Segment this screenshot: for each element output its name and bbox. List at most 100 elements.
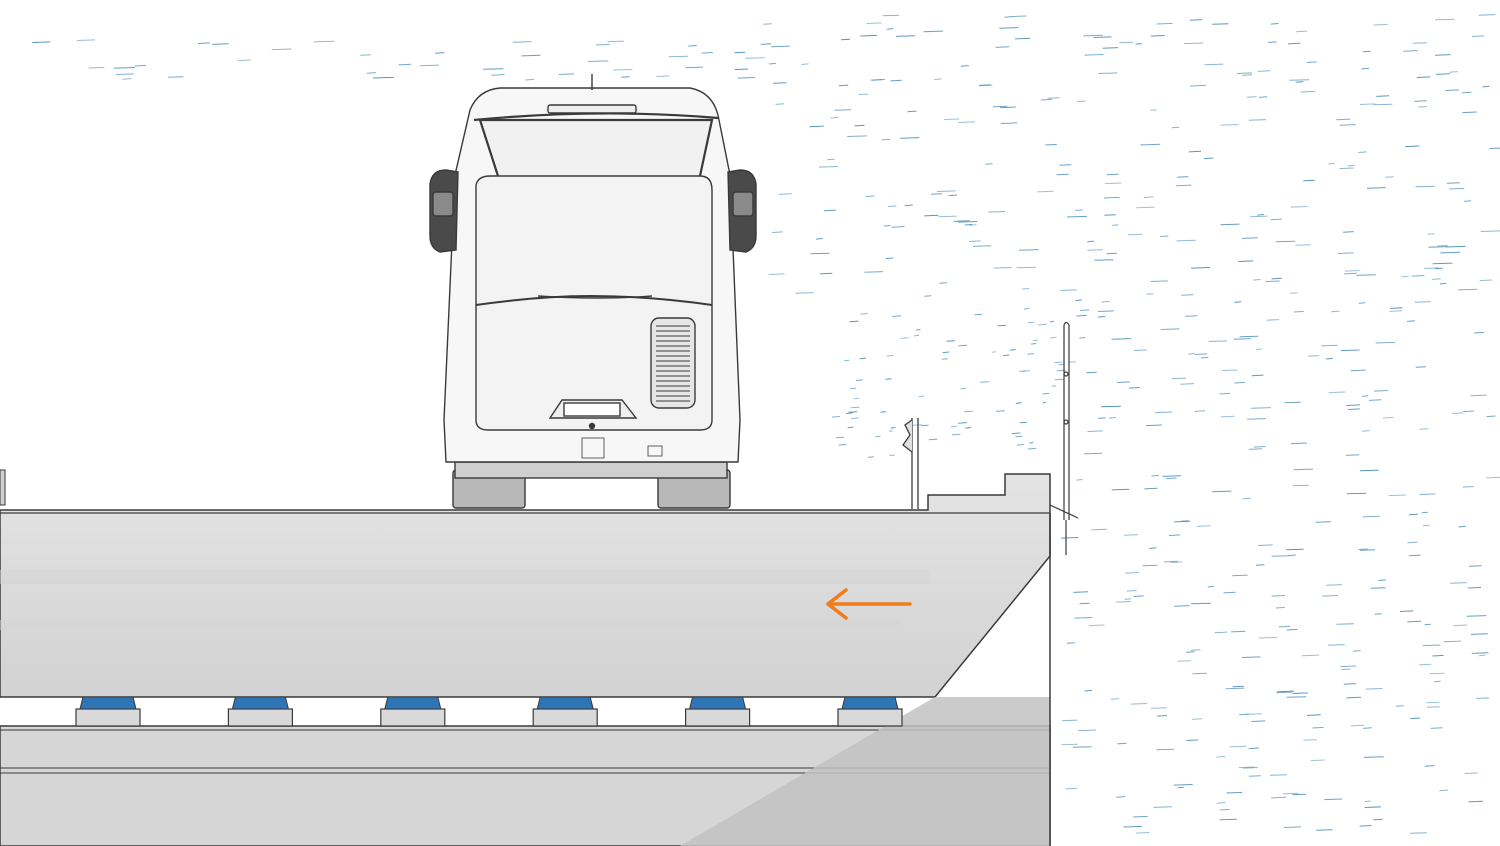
wind-streak xyxy=(1151,707,1167,709)
wind-streak xyxy=(1191,602,1211,605)
wind-streak xyxy=(1027,353,1035,355)
wind-streak xyxy=(809,125,824,128)
wind-streak xyxy=(1424,267,1439,269)
wind-streak xyxy=(1000,106,1016,109)
wind-streak xyxy=(134,64,147,67)
wind-streak xyxy=(1234,381,1245,384)
wind-streak xyxy=(1340,349,1360,352)
wind-streak xyxy=(1214,631,1228,634)
wind-streak xyxy=(1241,237,1259,239)
bearing-base xyxy=(837,708,903,727)
wind-streak xyxy=(1445,245,1466,248)
wind-streak xyxy=(122,78,132,80)
wind-streak xyxy=(920,424,929,427)
wind-streak xyxy=(1435,73,1450,75)
wind-streak xyxy=(938,215,957,218)
wind-streak xyxy=(875,435,881,438)
wind-streak xyxy=(1171,377,1187,380)
wind-streak xyxy=(1382,416,1394,419)
wind-streak xyxy=(745,57,765,59)
wind-streak xyxy=(1358,548,1368,550)
wind-streak xyxy=(1258,544,1273,546)
wind-streak xyxy=(1430,727,1443,729)
wind-streak xyxy=(950,425,958,428)
wind-streak xyxy=(859,357,866,360)
wind-streak xyxy=(1321,344,1338,347)
wind-streak xyxy=(1434,54,1451,56)
wind-streak xyxy=(1145,424,1162,427)
wind-streak xyxy=(1103,196,1120,199)
wind-streak xyxy=(1194,410,1206,412)
wind-streak xyxy=(595,43,610,46)
wind-streak xyxy=(558,73,575,75)
wind-streak xyxy=(1054,378,1064,381)
wind-streak xyxy=(1470,633,1488,635)
wind-streak xyxy=(1470,394,1487,397)
wind-streak xyxy=(1489,147,1500,149)
wind-streak xyxy=(1011,432,1021,435)
wind-streak xyxy=(1426,701,1440,704)
wind-streak xyxy=(1100,405,1121,408)
wind-streak xyxy=(1221,369,1238,372)
wind-streak xyxy=(587,60,609,62)
wind-streak xyxy=(1292,793,1306,796)
wind-streak xyxy=(1191,267,1211,269)
deck-texture xyxy=(0,570,930,584)
wind-streak xyxy=(1370,587,1386,589)
wind-streak xyxy=(1366,187,1386,189)
wind-streak xyxy=(1407,541,1418,544)
wind-streak xyxy=(1125,572,1139,574)
wind-streak xyxy=(1009,349,1016,351)
wind-direction-arrow xyxy=(826,588,912,620)
truck-mirror-right-glass xyxy=(732,191,754,217)
wind-streak xyxy=(1239,713,1249,716)
wind-streak xyxy=(1287,42,1301,45)
wind-streak xyxy=(1194,353,1208,355)
wind-streak xyxy=(1435,18,1455,21)
wind-streak xyxy=(1054,361,1063,364)
wind-streak xyxy=(1190,649,1201,651)
wind-streak xyxy=(1282,792,1299,795)
wind-streak xyxy=(1343,272,1357,275)
wind-streak xyxy=(197,42,210,44)
wind-streak xyxy=(1478,14,1496,16)
wind-streak xyxy=(1290,206,1308,208)
wind-streak xyxy=(1255,564,1265,566)
wind-streak xyxy=(889,430,893,432)
wind-streak xyxy=(1080,309,1090,311)
wind-streak xyxy=(1458,525,1466,528)
wind-streak xyxy=(1183,42,1204,45)
wind-streak xyxy=(960,65,969,67)
wind-streak xyxy=(866,22,882,24)
wind-streak xyxy=(958,344,968,347)
wind-streak xyxy=(1293,468,1314,471)
wind-streak xyxy=(1419,428,1429,430)
wind-streak xyxy=(881,138,891,141)
wind-streak xyxy=(1363,756,1384,758)
wind-streak xyxy=(1269,774,1287,776)
wind-streak xyxy=(1302,654,1320,657)
wind-streak xyxy=(1359,469,1379,472)
wind-streak xyxy=(864,271,883,273)
wind-streak xyxy=(1226,791,1243,794)
wind-streak xyxy=(1408,554,1421,557)
wind-streak xyxy=(1208,340,1228,342)
wind-streak xyxy=(1471,652,1489,654)
wind-streak xyxy=(1023,307,1030,310)
wind-streak xyxy=(819,272,833,275)
wind-streak xyxy=(1337,252,1354,254)
wind-streak xyxy=(993,267,1012,269)
wind-streak xyxy=(1242,74,1253,76)
wind-streak xyxy=(1238,766,1255,769)
wind-streak xyxy=(1253,279,1261,281)
wind-streak xyxy=(1109,417,1117,419)
wind-streak xyxy=(1362,430,1370,432)
truck-license-plate xyxy=(563,402,621,417)
wind-streak xyxy=(1389,310,1403,312)
wind-streak xyxy=(1368,399,1382,401)
wind-streak xyxy=(775,103,785,105)
wind-streak xyxy=(1340,665,1357,668)
wind-streak xyxy=(1411,275,1425,277)
wind-streak xyxy=(512,41,532,43)
wind-streak xyxy=(1027,447,1036,450)
